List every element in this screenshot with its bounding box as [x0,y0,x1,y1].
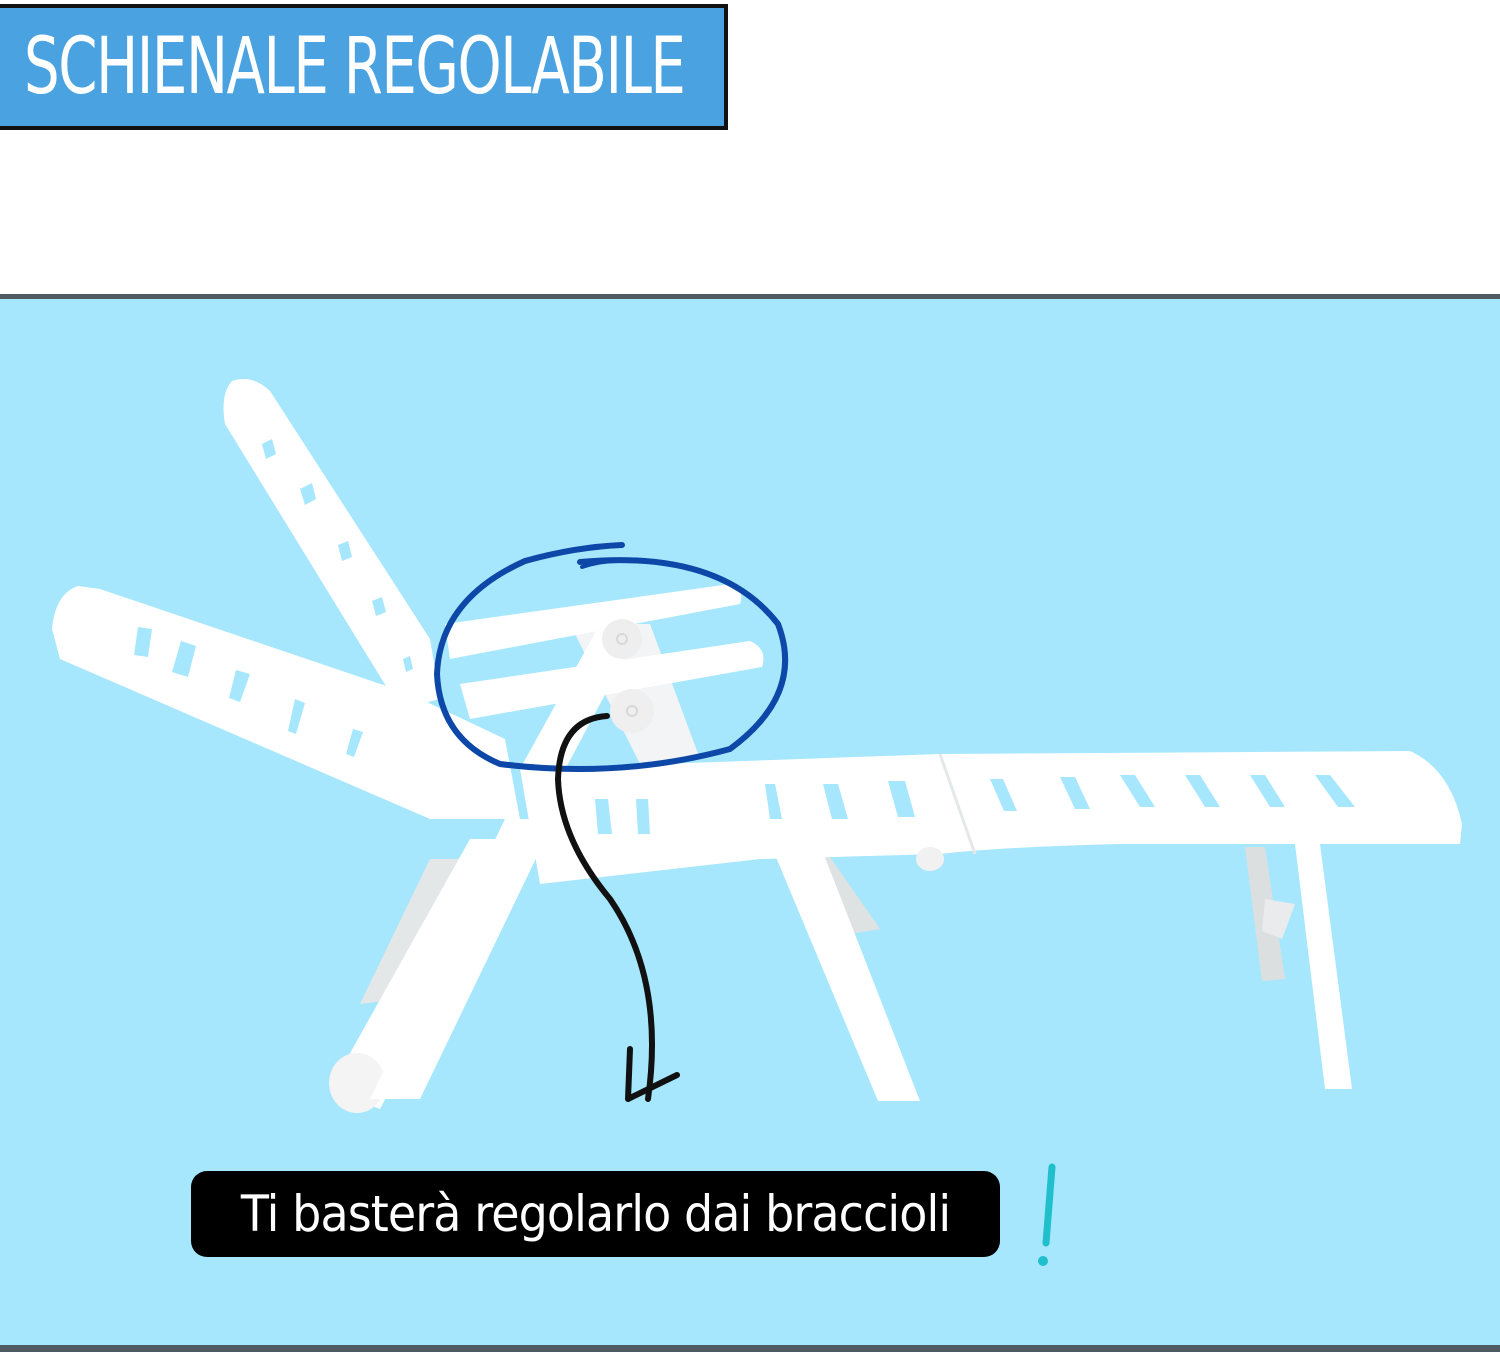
armrest-hinges [445,584,764,779]
divider-bottom [0,1345,1500,1352]
exclamation-mark-icon [1038,1163,1056,1266]
chair-seat [520,751,1462,884]
chair-backrest-lower [52,586,520,819]
title-banner: SCHIENALE REGOLABILE [0,4,728,130]
sun-lounger-illustration [52,378,1462,1113]
page-title: SCHIENALE REGOLABILE [24,22,686,112]
arrow-icon [555,713,680,1102]
chair-backrest-upper [223,378,440,709]
caption-text: Ti basterà regolarlo dai braccioli [240,1185,951,1243]
divider-top [0,294,1500,299]
product-illustration-panel: Ti basterà regolarlo dai braccioli [0,299,1500,1345]
caption-pill: Ti basterà regolarlo dai braccioli [191,1171,1000,1257]
